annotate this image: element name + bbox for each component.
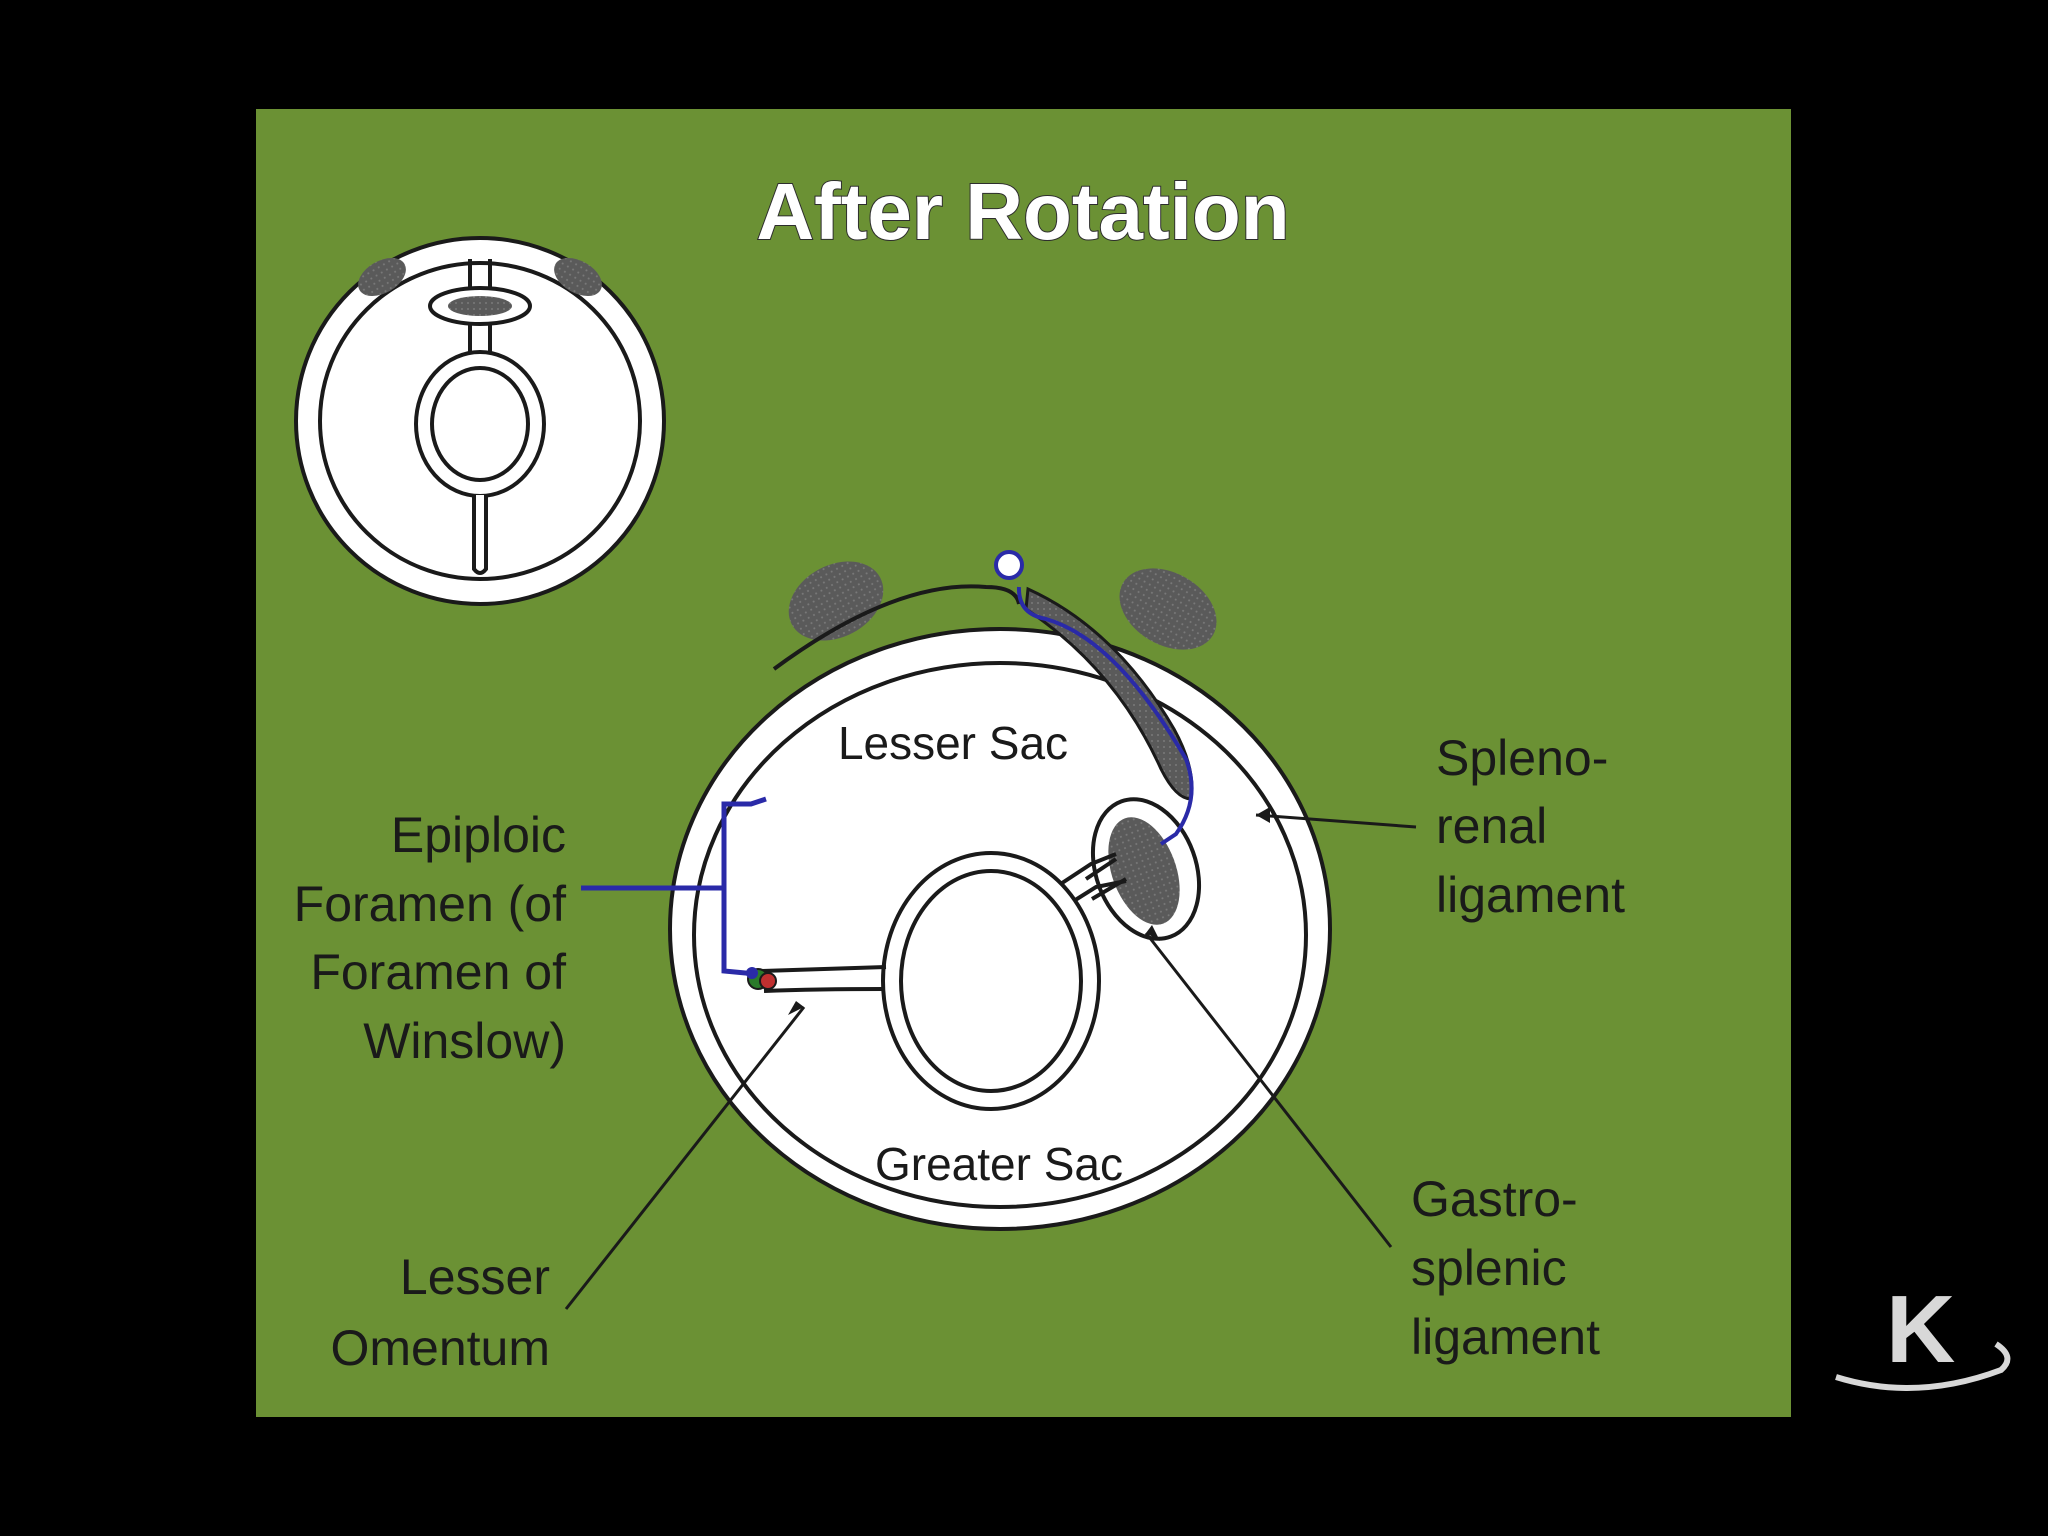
inset-diagram (294, 236, 666, 606)
lesser-sac-label: Lesser Sac (838, 717, 1068, 769)
inset-kidney-right (554, 258, 602, 296)
lesser-omentum-pointer (564, 1006, 806, 1310)
epiploic-label-line1: Epiploic (391, 807, 566, 863)
inset-stomach-inner (430, 366, 530, 482)
pointer-lines (564, 813, 1417, 1310)
highlight-start-circle (994, 550, 1024, 580)
epiploic-label-line3: Foramen of (310, 944, 566, 1000)
lesser-omentum-arrowhead (788, 1001, 804, 1015)
splenorenal-label-line1: Spleno- (1436, 730, 1608, 786)
gastrosplenic-label-line2: splenic (1411, 1240, 1567, 1296)
splenorenal-highlight (1016, 586, 1194, 846)
gastrosplenic-label-line1: Gastro- (1411, 1171, 1578, 1227)
logo-swoosh (1835, 1341, 2011, 1391)
peritoneum-diagram: After Rotation (294, 166, 1625, 1376)
splenorenal-label-line2: renal (1436, 798, 1547, 854)
kidney-right (1119, 568, 1217, 650)
k-logo-icon: K (1835, 1276, 2011, 1391)
splenorenal-arrowhead (1256, 807, 1270, 823)
gastrosplenic-label-line3: ligament (1411, 1309, 1600, 1365)
stomach-inner (899, 869, 1083, 1093)
lesser-omentum-label-line1: Lesser (400, 1249, 550, 1305)
inset-kidney-left (358, 258, 406, 296)
splenorenal-pointer (1255, 813, 1417, 829)
lesser-sac-posterior-wall (772, 584, 1021, 671)
slide-title: After Rotation (756, 167, 1289, 256)
slide: After Rotation (256, 109, 1791, 1417)
kidney-left (788, 561, 884, 641)
gastrosplenic-arrowhead (1146, 925, 1160, 941)
logo-letter: K (1886, 1276, 1955, 1383)
gastrosplenic-pointer (1144, 932, 1393, 1248)
epiploic-foramen-highlight (721, 796, 767, 977)
inset-peritoneum (318, 261, 642, 581)
parietal-peritoneum (692, 661, 1308, 1209)
inset-spleen (448, 296, 512, 316)
main-diagram: Lesser Sac Greater Sac (668, 550, 1332, 1231)
splenorenal-label-line3: ligament (1436, 867, 1625, 923)
greater-sac-label: Greater Sac (875, 1138, 1123, 1190)
epiploic-label-line4: Winslow) (363, 1013, 566, 1069)
lesser-omentum (760, 965, 887, 993)
inset-ventral-mesentery (472, 495, 488, 575)
lesser-omentum-label-line2: Omentum (330, 1320, 550, 1376)
epiploic-label-line2: Foramen (of (294, 876, 566, 932)
portal-structure-red (759, 972, 777, 990)
